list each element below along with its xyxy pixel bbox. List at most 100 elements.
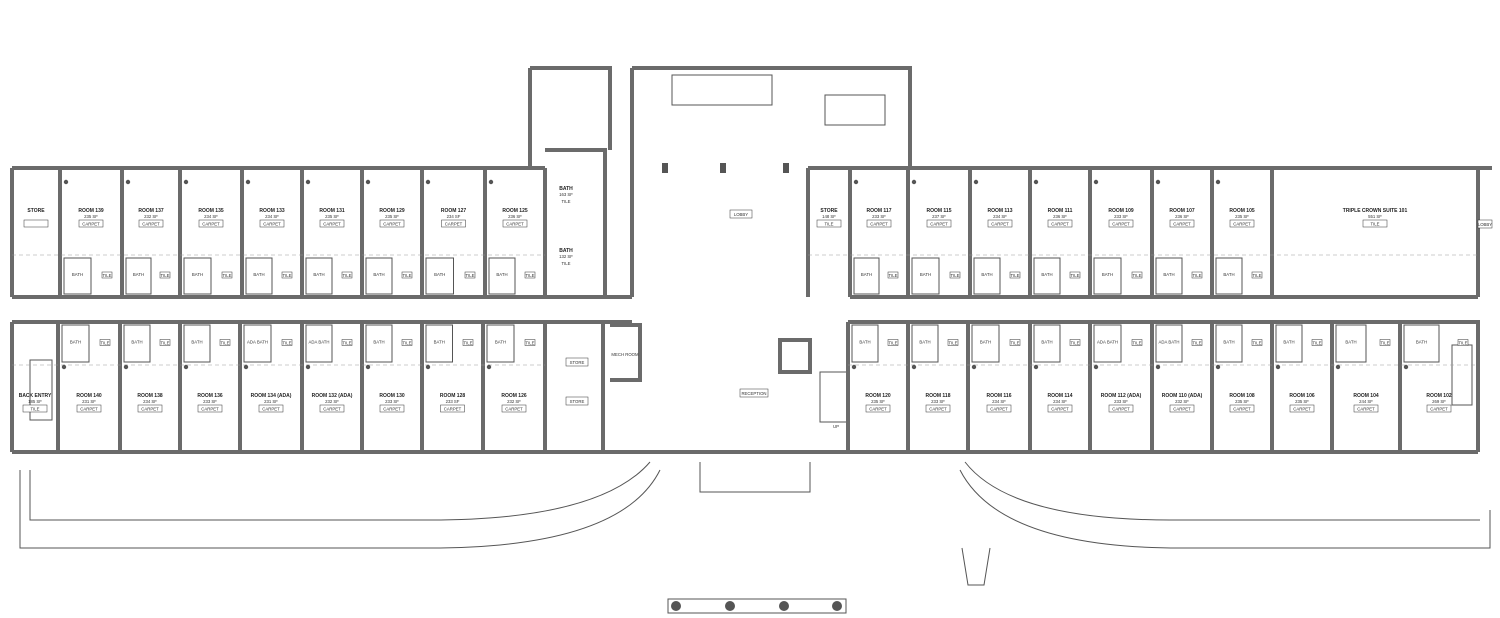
tile-label: TILE [402,341,411,346]
bath-block [1215,324,1243,363]
tile-tag [1069,339,1081,346]
room-name: ROOM 116 [986,393,1011,399]
bath-block [973,257,1001,295]
room-name: ROOM 106 [1289,393,1315,399]
column-icon [183,364,189,370]
bath-label: ADA BATH [1159,340,1180,345]
room-finish: CARPET [1233,222,1251,227]
column-icon [125,179,131,185]
tile-label: TILE [1192,273,1201,278]
tile-label: TILE [1312,341,1321,346]
room-area: 234 SF [447,214,461,219]
public-bath-1-finish: TILE [561,199,570,204]
tile-tag [159,271,171,279]
store-b-label: STORE [570,399,585,404]
room-name: STORE [820,208,838,214]
column-icon [911,364,917,370]
tile-tag [219,339,231,346]
room-finish: CARPET [1051,407,1069,412]
room-finish: CARPET [262,407,280,412]
tile-tag [401,271,413,279]
tile-label: TILE [282,341,291,346]
tile-tag [462,339,474,346]
room-name: ROOM 134 (ADA) [251,393,292,399]
room-name: ROOM 118 [925,393,950,399]
room-area: 235 SF [1235,399,1249,404]
room-name: ROOM 128 [440,393,466,399]
tile-tag [1379,339,1391,346]
bath-label: BATH [1416,340,1427,345]
tile-tag [1131,339,1143,346]
column-icon [1275,364,1281,370]
room-name: ROOM 108 [1229,393,1255,399]
room-area: 269 SF [1432,399,1446,404]
room-labels: STORE BATH TILE ROOM 139 235 SF CARPET BATH TIL… [19,208,1469,413]
room-partitions [10,168,1480,452]
room-name: ROOM 138 [137,393,163,399]
bath-block [1403,324,1440,363]
bath-label: BATH [859,340,870,345]
tile-label: TILE [100,341,109,346]
room-finish: CARPET [990,407,1008,412]
finish-tag [441,219,466,228]
column-icon [245,179,251,185]
tile-label: TILE [342,273,351,278]
room-finish: CARPET [991,222,1009,227]
finish-tag [1047,219,1073,228]
room-area: 232 SF [144,214,158,219]
room-area: 233 SF [1114,214,1128,219]
room-finish: CARPET [929,407,947,412]
room-finish: CARPET [141,407,159,412]
room-name: ROOM 137 [138,208,164,214]
bath-label: BATH [72,272,83,277]
tile-tag [1191,339,1203,346]
tile-tag [1191,271,1203,279]
bath-label: BATH [919,340,930,345]
column-icon [183,179,189,185]
room-finish: CARPET [444,407,462,412]
tile-tag [281,271,293,279]
tile-tag [887,271,899,279]
finish-tag [78,219,104,228]
finish-tag [1426,404,1452,413]
room-name: ROOM 107 [1169,208,1195,214]
room-finish: CARPET [1173,407,1191,412]
bath-block [365,257,393,295]
column-icon [1335,364,1341,370]
room-finish: CARPET [1051,222,1069,227]
store-a-label: STORE [570,360,585,365]
bath-label: BATH [373,272,384,277]
bath-block [123,324,151,363]
tile-tag [1069,271,1081,279]
bath-label: BATH [496,272,507,277]
room-area: 235 SF [1295,399,1309,404]
room-name: ROOM 109 [1108,208,1134,214]
tile-tag [341,339,353,346]
tile-label: TILE [525,341,534,346]
column-icon [1215,364,1221,370]
column-icon [1093,179,1099,185]
bath-block [851,324,879,363]
tile-label: TILE [888,341,897,346]
bath-label: BATH [192,272,203,277]
room-finish: TILE [30,407,39,412]
room-area: 234 SF [204,214,218,219]
room-name: ROOM 127 [441,208,467,214]
room-name: ROOM 139 [78,208,104,214]
room-name: ROOM 115 [926,208,951,214]
room-name: ROOM 112 (ADA) [1101,393,1142,399]
finish-tag [22,404,48,413]
bath-block [61,324,90,363]
room-name: STORE [27,208,45,214]
room-name: ROOM 110 (ADA) [1162,393,1203,399]
room-area: 235 SF [1235,214,1249,219]
room-area: 233 SF [203,399,217,404]
room-name: ROOM 136 [197,393,223,399]
column-icon [305,179,311,185]
bath-block [1033,324,1061,363]
tile-label: TILE [220,341,229,346]
room-finish: CARPET [506,222,524,227]
bath-label: BATH [133,272,144,277]
bath-block [1033,257,1061,295]
bath-label: BATH [1283,340,1294,345]
